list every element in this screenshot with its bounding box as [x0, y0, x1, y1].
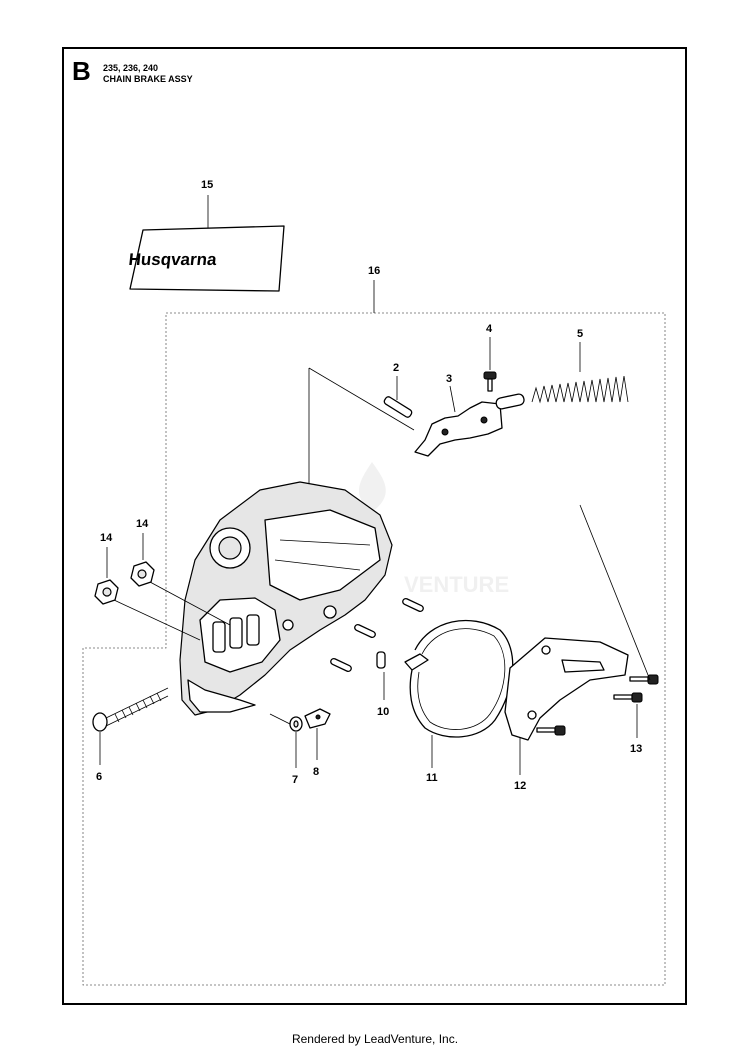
callout-11: 11	[426, 772, 438, 784]
callout-10: 10	[377, 706, 389, 718]
footer-credit: Rendered by LeadVenture, Inc.	[291, 1032, 459, 1046]
callout-3: 3	[446, 373, 452, 385]
bolt-6	[92, 687, 169, 765]
callout-16: 16	[368, 265, 380, 277]
callout-6: 6	[96, 771, 102, 783]
nut-14-a	[130, 533, 231, 626]
callout-5: 5	[577, 328, 583, 340]
decal-brand-text: Husqvarna	[128, 250, 218, 269]
callout-4: 4	[486, 323, 493, 335]
screw-4	[483, 337, 497, 392]
watermark: VENTURE	[358, 462, 509, 597]
callout-12: 12	[514, 780, 526, 792]
callout-15: 15	[201, 179, 213, 191]
screws-13	[536, 504, 659, 738]
assembly-boundary	[82, 312, 666, 986]
model-numbers: 235, 236, 240	[103, 63, 159, 73]
callout-7: 7	[292, 774, 298, 786]
bracket-8	[269, 708, 331, 760]
callout-8: 8	[313, 766, 319, 778]
nut-14-b	[94, 547, 201, 641]
brake-band-11	[404, 619, 514, 768]
pin-10	[376, 651, 386, 700]
callout-14-b: 14	[100, 532, 113, 544]
section-letter: B	[72, 56, 91, 86]
housing-assembly	[179, 367, 415, 716]
washer-7	[289, 716, 303, 768]
diagram-frame	[62, 47, 687, 1005]
spring-5	[531, 342, 629, 404]
assembly-title: CHAIN BRAKE ASSY	[103, 74, 193, 84]
callout-14-a: 14	[136, 518, 149, 530]
bracket-12	[504, 637, 629, 775]
callout-13: 13	[630, 743, 642, 755]
decal-15: Husqvarna	[128, 195, 285, 292]
pin-2	[383, 376, 413, 418]
watermark-text: VENTURE	[404, 572, 509, 597]
callout-2: 2	[393, 362, 399, 374]
lever-3	[414, 385, 525, 457]
small-pins	[330, 597, 424, 673]
